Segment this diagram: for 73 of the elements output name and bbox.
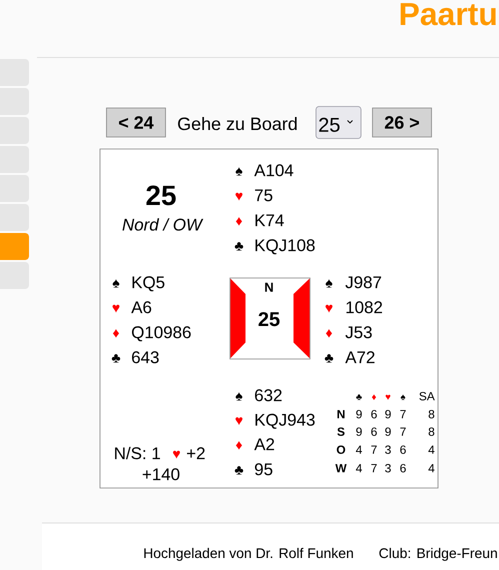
card-holding: A2 <box>254 438 274 450</box>
suit-symbol: ♠ <box>236 392 242 400</box>
card-holding: J987 <box>345 276 382 288</box>
card-holding: K74 <box>256 214 284 226</box>
trick-count: 6 <box>400 464 406 472</box>
suit-symbol: ♠ <box>112 279 120 288</box>
card-holding: J53 <box>345 326 372 338</box>
card-holding: 75 <box>255 189 272 202</box>
club-note: Club: Bridge-Freun <box>379 548 497 561</box>
card-holding: A6 <box>131 301 152 314</box>
suit-symbol: ♠ <box>400 394 406 400</box>
row-heading: S <box>337 427 344 436</box>
card-holding: Q10986 <box>132 326 191 342</box>
trick-count: 9 <box>356 410 362 418</box>
trick-count: 6 <box>371 427 377 436</box>
suit-symbol: ♠ <box>326 279 332 288</box>
suit-symbol: ♠ <box>236 167 242 176</box>
trick-count: 7 <box>400 428 406 436</box>
suit-symbol: ♣ <box>234 466 244 474</box>
card-holding: A104 <box>254 164 294 176</box>
suit-symbol: ♥ <box>112 304 120 313</box>
trick-count: 4 <box>356 446 362 454</box>
nav-button: 26 > <box>372 108 432 138</box>
board-select: 25 <box>316 106 362 139</box>
trick-count: 3 <box>385 445 391 454</box>
card-holding: 95 <box>255 463 272 476</box>
card-holding: KQJ943 <box>256 414 315 429</box>
trick-count: 6 <box>371 410 377 418</box>
trick-count: 9 <box>385 410 391 418</box>
trick-count: 4 <box>428 464 434 472</box>
compass-box: N 25 <box>230 278 310 360</box>
suit-symbol: ♥ <box>236 192 242 201</box>
suit-symbol: ♥ <box>386 394 390 400</box>
trick-count: 4 <box>356 464 362 472</box>
suit-symbol: ♣ <box>112 354 120 362</box>
suit-symbol: ♣ <box>324 354 334 362</box>
trick-count: 4 <box>428 446 434 454</box>
row-heading: N <box>337 410 344 418</box>
card-holding: KQJ108 <box>256 239 315 254</box>
trick-count: 9 <box>356 427 362 436</box>
row-heading: O <box>336 445 346 454</box>
suit-symbol: ♦ <box>372 394 376 400</box>
trick-count: 8 <box>428 427 434 436</box>
nav-label: Gehe zu Board <box>178 117 297 130</box>
score: +140 <box>142 468 180 480</box>
card-holding: 643 <box>132 351 159 364</box>
suit-symbol: ♥ <box>236 417 242 426</box>
suit-symbol: ♥ <box>173 450 180 459</box>
suit-symbol: ♣ <box>234 242 244 250</box>
uploader-note: Hochgeladen von Dr. Rolf Funken <box>144 548 353 561</box>
trick-count: 7 <box>371 446 377 454</box>
trick-count: 8 <box>428 410 434 418</box>
trick-count: 7 <box>371 464 377 472</box>
card-holding: 632 <box>255 389 282 402</box>
row-heading: W <box>335 464 347 472</box>
suit-symbol: ♦ <box>236 441 242 450</box>
suit-symbol: ♥ <box>326 304 332 313</box>
page-title: Paartu <box>400 3 496 26</box>
nav-button: < 24 <box>106 108 166 138</box>
suit-symbol: ♣ <box>356 394 362 400</box>
card-holding: A72 <box>345 351 374 364</box>
column-heading: SA <box>419 392 435 400</box>
card-holding: KQ5 <box>132 276 164 292</box>
suit-symbol: ♦ <box>112 329 120 338</box>
trick-count: 9 <box>385 427 391 436</box>
suit-symbol: ♦ <box>236 217 242 226</box>
card-holding: 1082 <box>346 301 382 314</box>
suit-symbol: ♦ <box>326 329 332 338</box>
trick-count: 3 <box>385 464 391 472</box>
trick-count: 6 <box>400 445 406 454</box>
overtricks: +2 <box>187 447 205 460</box>
trick-count: 7 <box>400 410 406 418</box>
contract-result: N/S: 1 <box>115 446 160 460</box>
